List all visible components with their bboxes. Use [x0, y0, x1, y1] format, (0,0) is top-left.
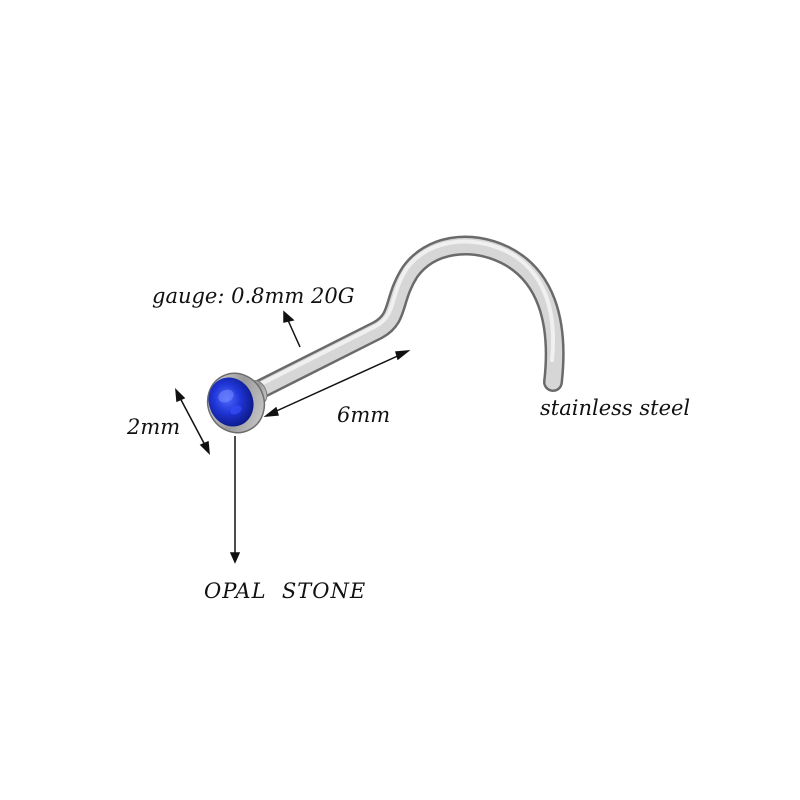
steel-wire	[245, 235, 565, 404]
gauge-pointer-arrow	[283, 310, 301, 348]
length-label: 6mm	[337, 403, 391, 427]
stone-label: OPAL STONE	[204, 579, 367, 603]
material-label: stainless steel	[540, 396, 691, 420]
stone-pointer-arrow	[229, 436, 241, 564]
gauge-label: gauge: 0.8mm 20G	[152, 284, 355, 308]
length-dimension-arrow	[263, 350, 411, 417]
diameter-dimension-arrow	[175, 388, 210, 455]
diameter-label: 2mm	[127, 415, 181, 439]
opal-stone-head	[206, 372, 266, 434]
